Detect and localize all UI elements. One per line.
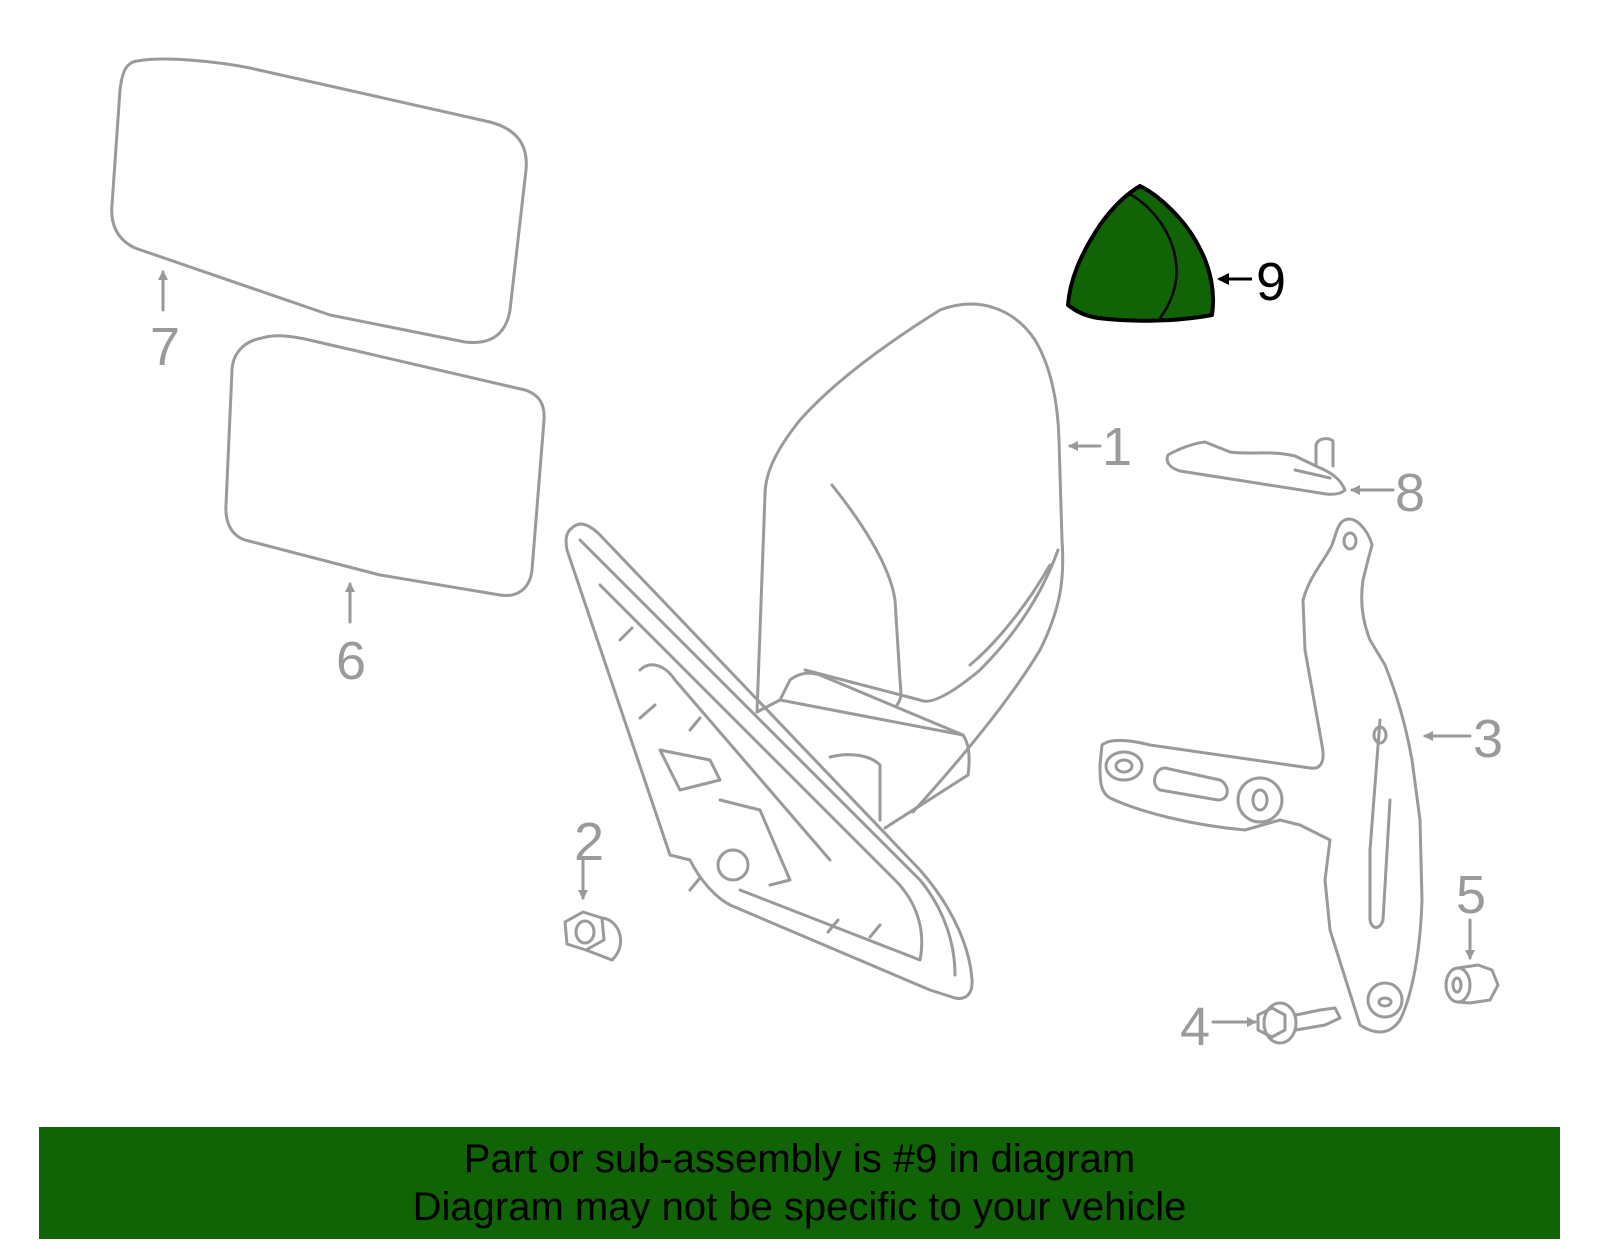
part-7-mirror-glass[interactable] [110,57,528,345]
callout-4: 4 [1180,997,1211,1057]
part-9-mirror-cover-cap[interactable] [1066,184,1252,323]
mirror-base-plate [564,522,974,1000]
callout-3: 3 [1473,709,1504,769]
part-info-banner: Part or sub-assembly is #9 in diagram Di… [39,1127,1560,1239]
part-1-mirror-housing[interactable] [755,302,1102,830]
callout-8: 8 [1395,463,1426,523]
callout-2: 2 [574,812,605,872]
callout-7: 7 [150,317,181,377]
callout-6: 6 [336,631,367,691]
callout-1: 1 [1102,417,1133,477]
part-2-nut[interactable] [563,858,623,962]
banner-line-disclaimer: Diagram may not be specific to your vehi… [412,1185,1187,1229]
part-8-gasket[interactable] [1165,437,1395,496]
part-6-mirror-glass[interactable] [224,334,546,624]
banner-line-part: Part or sub-assembly is #9 in diagram [463,1137,1136,1181]
part-3-mounting-bracket[interactable] [1098,517,1472,1034]
part-4-bolt[interactable] [1211,1001,1342,1045]
callout-9: 9 [1256,252,1287,312]
callout-5: 5 [1456,865,1487,925]
part-5-bushing[interactable] [1444,918,1500,1005]
